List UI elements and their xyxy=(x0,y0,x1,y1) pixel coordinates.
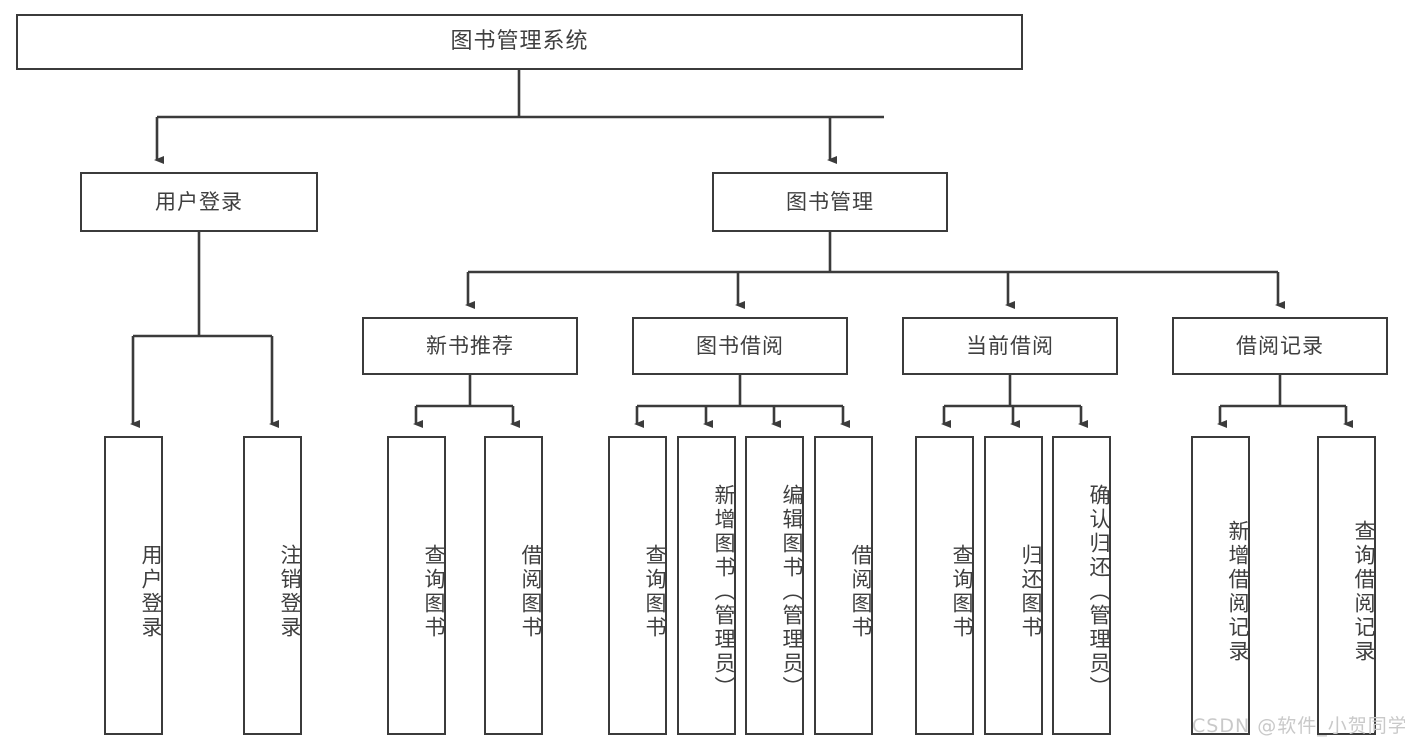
leaf-logout[interactable]: 注销登录 xyxy=(243,436,302,735)
node-label: 归还图书 xyxy=(1019,543,1043,640)
node-label: 确认归还（管理员） xyxy=(1087,483,1111,700)
leaf-user-login[interactable]: 用户登录 xyxy=(104,436,163,735)
node-label: 查询图书 xyxy=(422,543,446,640)
node-root-system[interactable]: 图书管理系统 xyxy=(16,14,1023,70)
node-label: 图书借阅 xyxy=(696,333,784,358)
node-current-borrow[interactable]: 当前借阅 xyxy=(902,317,1118,375)
node-book-borrow[interactable]: 图书借阅 xyxy=(632,317,848,375)
node-book-management[interactable]: 图书管理 xyxy=(712,172,948,232)
leaf-query-book-current[interactable]: 查询图书 xyxy=(915,436,974,735)
node-label: 新增借阅记录 xyxy=(1226,519,1250,664)
node-label: 用户登录 xyxy=(155,189,243,214)
node-label: 查询图书 xyxy=(643,543,667,640)
leaf-return-book[interactable]: 归还图书 xyxy=(984,436,1043,735)
csdn-watermark: CSDN @软件_小贺同学 xyxy=(1192,715,1405,737)
node-label: 借阅记录 xyxy=(1236,333,1324,358)
node-label: 查询图书 xyxy=(950,543,974,640)
leaf-query-borrow-record[interactable]: 查询借阅记录 xyxy=(1317,436,1376,735)
node-user-login[interactable]: 用户登录 xyxy=(80,172,318,232)
node-label: 查询借阅记录 xyxy=(1352,519,1376,664)
node-label: 编辑图书（管理员） xyxy=(780,483,804,700)
node-label: 新书推荐 xyxy=(426,333,514,358)
node-label: 图书管理 xyxy=(786,189,874,214)
node-borrow-record[interactable]: 借阅记录 xyxy=(1172,317,1388,375)
leaf-add-borrow-record[interactable]: 新增借阅记录 xyxy=(1191,436,1250,735)
leaf-query-book-borrow[interactable]: 查询图书 xyxy=(608,436,667,735)
leaf-add-book-admin[interactable]: 新增图书（管理员） xyxy=(677,436,736,735)
leaf-borrow-book[interactable]: 借阅图书 xyxy=(814,436,873,735)
leaf-edit-book-admin[interactable]: 编辑图书（管理员） xyxy=(745,436,804,735)
node-label: 图书管理系统 xyxy=(450,29,589,55)
node-label: 当前借阅 xyxy=(966,333,1054,358)
node-label: 借阅图书 xyxy=(849,543,873,640)
node-label: 用户登录 xyxy=(139,543,163,640)
node-label: 新增图书（管理员） xyxy=(712,483,736,700)
leaf-query-book-recommend[interactable]: 查询图书 xyxy=(387,436,446,735)
leaf-borrow-book-recommend[interactable]: 借阅图书 xyxy=(484,436,543,735)
node-label: 注销登录 xyxy=(278,543,302,640)
node-new-book-recommend[interactable]: 新书推荐 xyxy=(362,317,578,375)
node-label: 借阅图书 xyxy=(519,543,543,640)
leaf-confirm-return-admin[interactable]: 确认归还（管理员） xyxy=(1052,436,1111,735)
